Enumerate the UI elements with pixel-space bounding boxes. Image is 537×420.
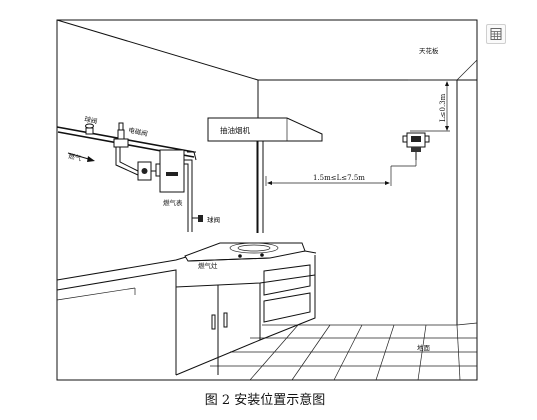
gas-stove — [184, 242, 306, 262]
gas-inlet-label: 燃气 — [68, 151, 83, 163]
diagram-frame — [56, 19, 478, 381]
horizontal-dimension-label: 1.5m≤L≤7.5m — [313, 174, 365, 182]
kitchen-counter — [56, 250, 317, 376]
gas-meter-label: 燃气表 — [163, 198, 183, 207]
grid-view-icon — [490, 28, 502, 40]
ball-valve-side-label: 球阀 — [207, 215, 220, 224]
range-hood — [207, 80, 323, 233]
ceiling-label: 天花板 — [419, 46, 439, 55]
hood-label: 抽油烟机 — [220, 125, 250, 135]
vertical-dimension — [408, 79, 457, 132]
figure-caption: 图 2 安装位置示意图 — [205, 392, 326, 408]
floor-tiles — [210, 322, 478, 381]
ball-valve-top-label: 球阀 — [84, 114, 99, 126]
stove-label: 燃气灶 — [198, 261, 218, 270]
gas-pipeline — [56, 122, 203, 232]
gas-detector — [402, 132, 430, 160]
floor-label: 地面 — [417, 343, 431, 352]
solenoid-valve-label: 电磁阀 — [128, 125, 149, 138]
horizontal-dimension — [265, 160, 417, 186]
vertical-dimension-label: L≤0.3m — [439, 93, 447, 122]
grid-view-button[interactable] — [486, 24, 506, 44]
